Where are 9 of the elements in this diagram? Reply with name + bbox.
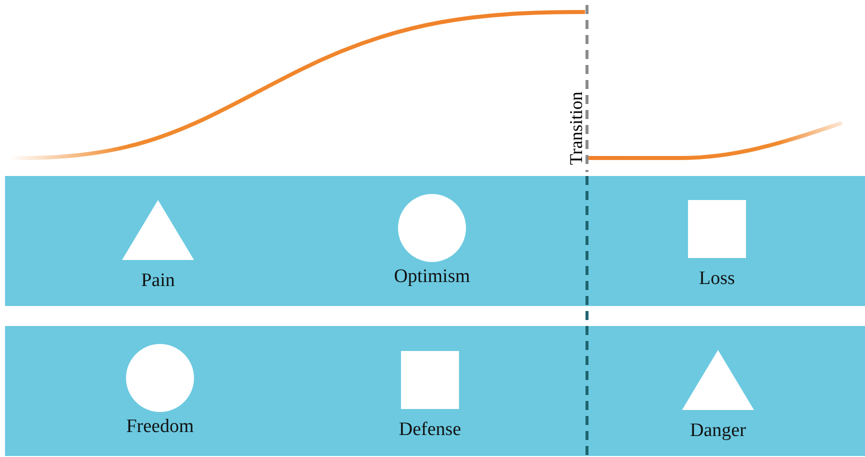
- symbol-label: Freedom: [125, 416, 195, 438]
- band-background: [5, 326, 865, 456]
- symbol-label: Danger: [689, 420, 747, 442]
- transition-label: Transition: [566, 92, 586, 165]
- symbol-label: Defense: [398, 419, 462, 441]
- symbol-label: Optimism: [392, 266, 471, 288]
- symbol-label: Loss: [698, 268, 736, 290]
- symbol-label: Pain: [140, 270, 176, 292]
- band-background: [5, 176, 865, 306]
